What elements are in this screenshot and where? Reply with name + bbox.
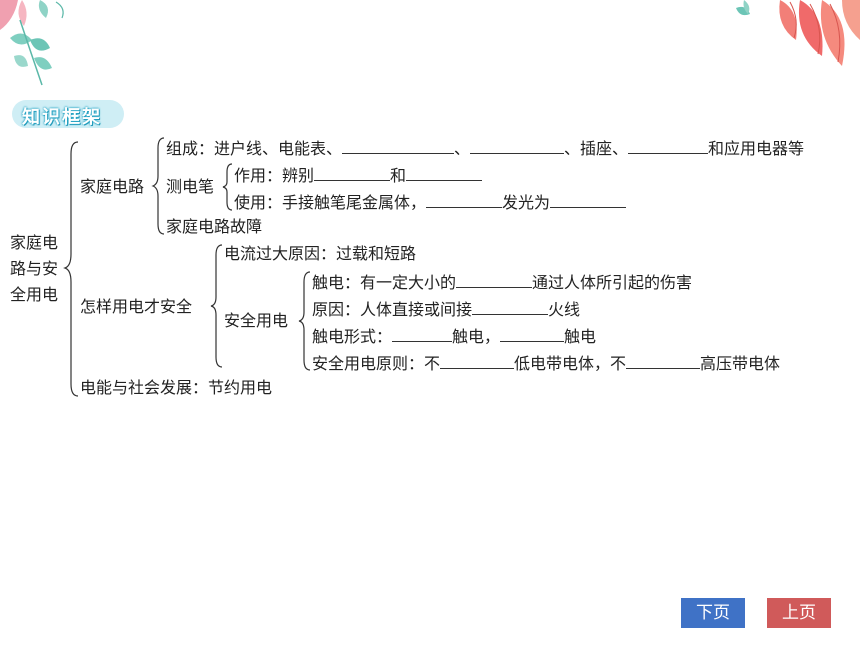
leaf-decoration-left-icon: [0, 0, 64, 86]
section-badge: 知识框架: [12, 100, 124, 128]
blank-13[interactable]: [626, 352, 701, 369]
composition-row: 组成：进户线、电能表、、、插座、和应用电器等: [166, 137, 805, 158]
blank-10[interactable]: [392, 325, 453, 342]
blank-2[interactable]: [470, 137, 565, 154]
safe-use-brace: [210, 244, 223, 368]
shock-row: 触电：有一定大小的通过人体所引起的伤害: [312, 271, 693, 292]
prev-page-button[interactable]: 上页: [767, 598, 831, 628]
blank-5[interactable]: [406, 164, 483, 181]
main-brace: [63, 141, 79, 397]
blank-4[interactable]: [314, 164, 391, 181]
safety-label: 安全用电: [224, 311, 289, 330]
blank-12[interactable]: [440, 352, 515, 369]
root-line-2: 路与安: [10, 259, 59, 278]
root-line-1: 家庭电: [10, 233, 59, 252]
principle-row: 安全用电原则：不低电带电体，不高压带电体: [312, 352, 781, 373]
forms-row: 触电形式：触电，触电: [312, 325, 597, 346]
blank-7[interactable]: [550, 191, 627, 208]
blank-6[interactable]: [426, 191, 503, 208]
safe-use-label: 怎样用电才安全: [80, 297, 193, 316]
household-circuit-label: 家庭电路: [80, 177, 145, 196]
safety-brace: [298, 271, 311, 371]
leaf-decoration-right-icon: [736, 0, 860, 66]
development-row: 电能与社会发展：节约用电: [80, 378, 273, 397]
overcurrent-row: 电流过大原因：过载和短路: [224, 244, 417, 263]
test-pen-label: 测电笔: [166, 177, 215, 196]
household-brace: [151, 137, 165, 235]
blank-11[interactable]: [500, 325, 565, 342]
section-badge-label: 知识框架: [22, 107, 102, 128]
blank-8[interactable]: [456, 271, 533, 288]
cause-row: 原因：人体直接或间接火线: [312, 298, 581, 319]
next-page-button[interactable]: 下页: [681, 598, 745, 628]
blank-3[interactable]: [628, 137, 709, 154]
test-pen-brace: [222, 163, 233, 211]
root-line-3: 全用电: [10, 285, 59, 304]
test-pen-function-row: 作用：辨别和: [234, 164, 483, 186]
test-pen-usage-row: 使用：手接触笔尾金属体，发光为: [234, 191, 627, 213]
circuit-fault-label: 家庭电路故障: [166, 217, 263, 236]
blank-9[interactable]: [472, 298, 549, 315]
blank-1[interactable]: [342, 137, 455, 154]
